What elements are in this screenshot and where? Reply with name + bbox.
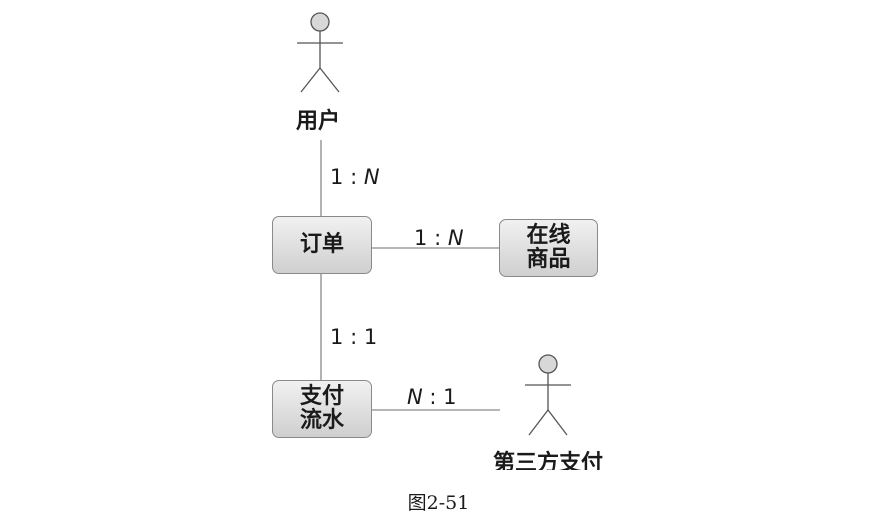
relation-order-flow: 1 : 1 — [330, 325, 377, 349]
order-entity-label: 订单 — [299, 232, 344, 257]
relation-order-flow-right: 1 — [363, 325, 378, 349]
relation-flow-payment-left: N — [407, 385, 423, 409]
payment-actor-right-leg — [547, 409, 568, 436]
user-actor-head — [310, 12, 330, 32]
relation-order-product: 1 : N — [414, 226, 464, 250]
payment-actor-icon — [525, 354, 571, 436]
payment-actor-label-clip: 第三方支付 — [485, 448, 635, 471]
relation-order-product-sep: : — [434, 226, 442, 250]
relation-flow-payment-right: 1 — [443, 385, 457, 409]
online-product-label-line1: 在线 — [526, 223, 571, 248]
relation-user-order-right: N — [363, 165, 380, 189]
relation-order-product-right: N — [447, 226, 464, 250]
order-entity: 订单 — [272, 216, 372, 274]
relation-order-flow-left: 1 — [330, 325, 344, 349]
payment-flow-label-line2: 流水 — [299, 408, 344, 433]
relation-order-product-left: 1 — [414, 226, 428, 250]
user-actor-right-leg — [319, 67, 340, 93]
figure-caption: 图2-51 — [407, 492, 470, 514]
payment-flow-label-line1: 支付 — [299, 384, 344, 409]
payment-flow-entity: 支付 流水 — [272, 380, 372, 438]
payment-actor-label: 第三方支付 — [493, 451, 604, 471]
relation-flow-payment-sep: : — [429, 385, 437, 409]
online-product-label-line2: 商品 — [526, 247, 571, 272]
relation-order-flow-sep: : — [350, 325, 358, 349]
relation-user-order-sep: : — [350, 165, 358, 189]
user-actor-label: 用户 — [296, 109, 341, 134]
relation-user-order-left: 1 — [330, 165, 344, 189]
user-actor-icon — [297, 12, 343, 93]
relation-user-order: 1 : N — [330, 165, 380, 189]
online-product-entity: 在线 商品 — [499, 219, 598, 277]
user-actor-left-leg — [300, 67, 321, 93]
relation-flow-payment: N : 1 — [407, 385, 457, 409]
payment-actor-head — [538, 354, 558, 374]
payment-actor-left-leg — [528, 409, 549, 436]
